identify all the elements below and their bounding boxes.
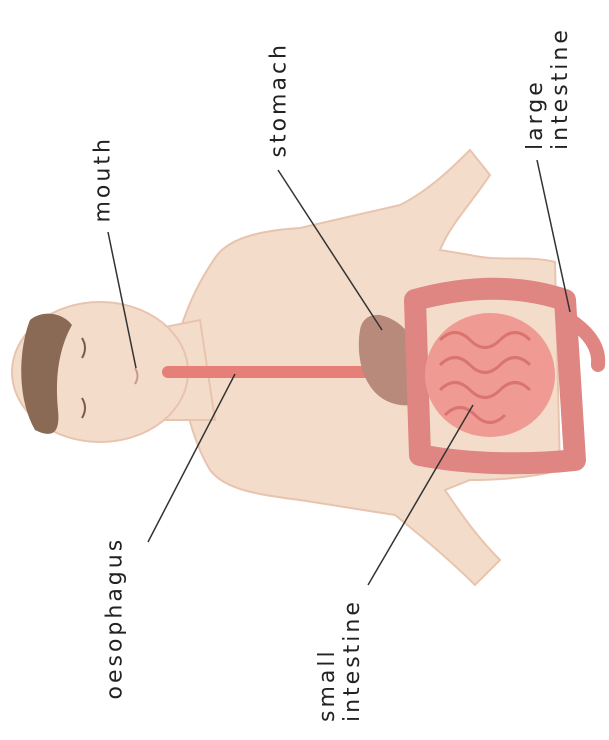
small-intestine-label-line1: small [315,588,340,722]
small-intestine-label-line2: intestine [340,588,365,722]
small-intestine-organ [425,313,555,437]
small-intestine-label: small intestine [315,588,365,722]
stomach-label-text: stomach [267,36,292,158]
oesophagus-label-text: oesophagus [103,520,128,700]
large-intestine-label-line2: intestine [548,16,573,150]
mouth-label-text: mouth [91,123,116,223]
mouth-label: mouth [91,123,116,223]
oesophagus-label: oesophagus [103,520,128,700]
large-intestine-label: large intestine [523,16,573,150]
large-intestine-label-line1: large [523,16,548,150]
stomach-label: stomach [267,36,292,158]
